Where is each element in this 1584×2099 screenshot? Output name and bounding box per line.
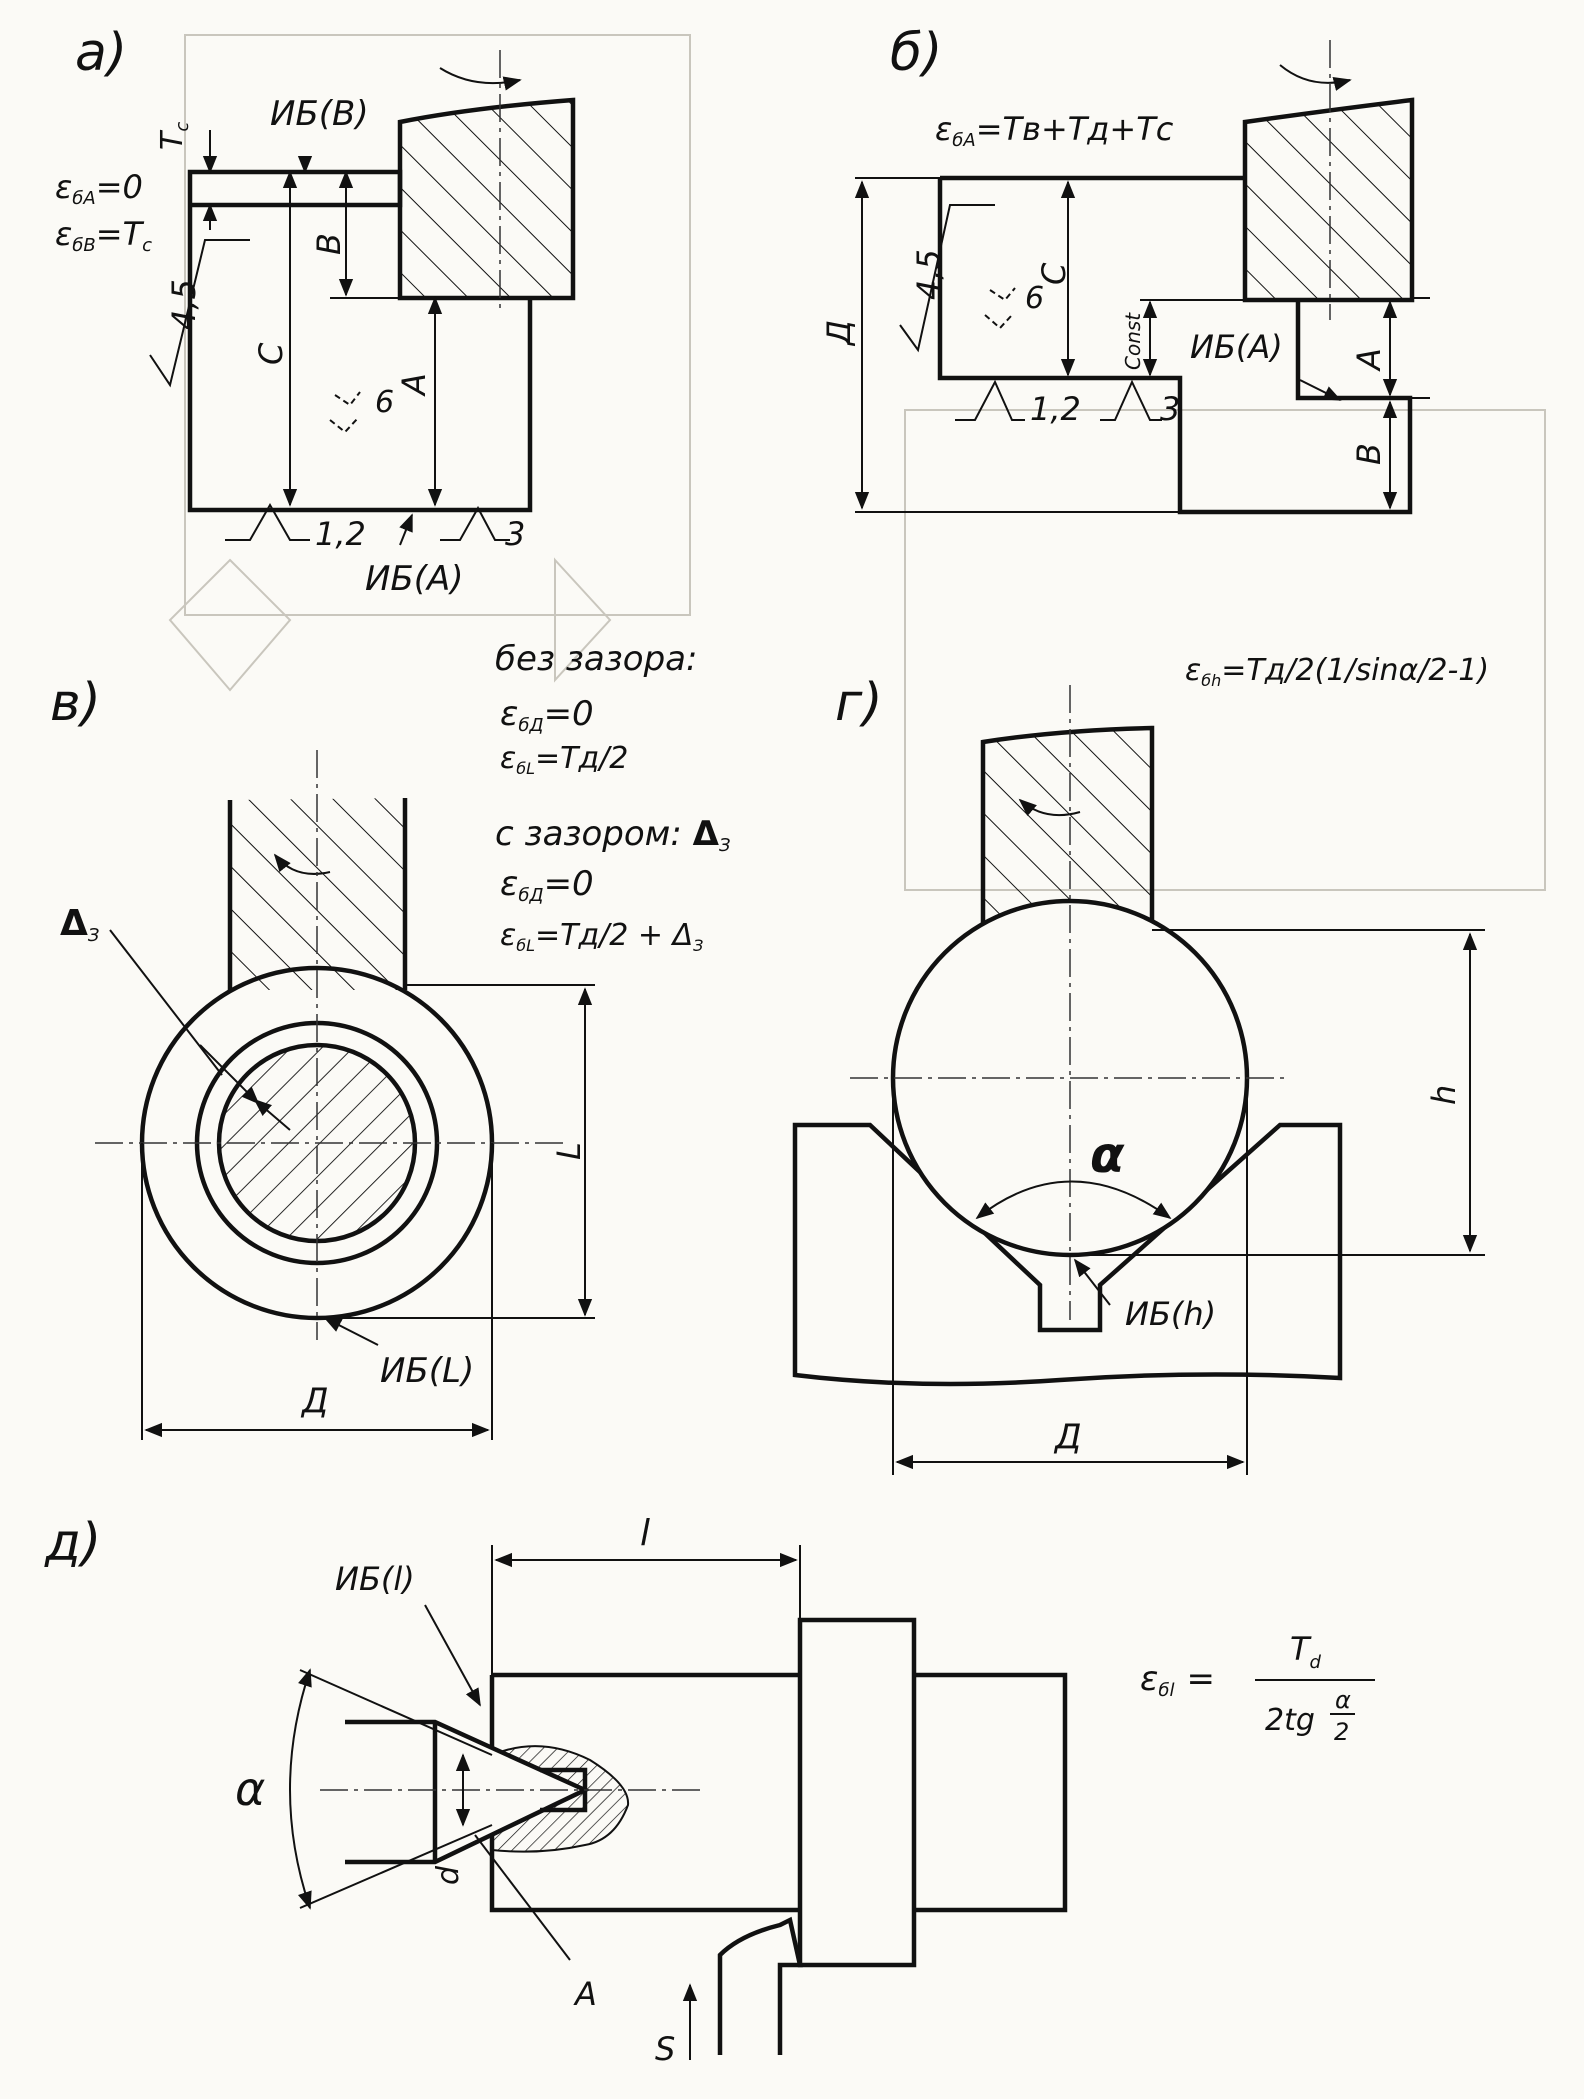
svg-text:α: α — [1335, 1686, 1351, 1714]
cutting-tool-b — [1242, 40, 1415, 320]
point-3-b: 3 — [1160, 390, 1180, 428]
alpha-d: α — [235, 1762, 265, 1816]
svg-text:2: 2 — [1334, 1718, 1349, 1746]
dim-h-g: h — [1425, 1085, 1463, 1105]
point-3-a: 3 — [505, 515, 525, 553]
points-12-b: 1,2 — [1030, 390, 1081, 428]
turning-tool — [717, 1916, 803, 2055]
point-6-b: 6 — [1025, 281, 1044, 316]
eps-b-formula: εбА=Tв+Tд+Tс — [935, 110, 1174, 151]
dim-b-a: В — [310, 233, 348, 255]
dim-d-d: d — [431, 1865, 466, 1885]
ib-b-label: ИБ(В) — [270, 94, 369, 134]
panel-b-letter: б) — [890, 23, 942, 83]
no-gap-title: без зазора: — [495, 639, 697, 679]
dim-c-a: С — [252, 342, 290, 365]
svg-text:εбl=: εбl= — [1140, 1659, 1215, 1701]
cutting-tool-g — [980, 725, 1155, 930]
panel-d-letter: д) — [44, 1513, 101, 1573]
panel-v: в) без зазора: εбД=0 εбL=Tд/2 с зазором:… — [50, 639, 731, 1440]
dim-a-b: А — [1350, 348, 1388, 372]
panel-g-letter: г) — [835, 673, 883, 733]
ib-a-label: ИБ(А) — [365, 559, 464, 599]
dim-c-b: С — [1035, 262, 1073, 285]
eps-bb-formula: εбВ=Tc — [55, 215, 152, 256]
roughness-b: 4,5 — [910, 249, 948, 300]
collar — [797, 1617, 917, 1968]
cutting-tool-a — [397, 50, 576, 310]
const-label: Const — [1121, 312, 1145, 370]
dim-a-a: А — [395, 373, 433, 397]
dim-d-g: Д — [1053, 1417, 1082, 1457]
alpha-g: α — [1090, 1126, 1125, 1184]
points-12-a: 1,2 — [315, 515, 366, 553]
svg-text:Td: Td — [1290, 1630, 1322, 1673]
with-gap-title: с зазором: ΔЗ — [495, 814, 731, 856]
panel-d: д) d α l ИБ(l) А S — [44, 1513, 1375, 2068]
ib-l-d: ИБ(l) — [335, 1560, 415, 1598]
dim-l-d: l — [640, 1513, 650, 1554]
dim-l-v: L — [550, 1142, 588, 1160]
eps-h-formula: εбh=Tд/2(1/sinα/2-1) — [1185, 653, 1489, 690]
dim-d-v: Д — [300, 1381, 329, 1421]
tc-label: Tc — [155, 122, 193, 150]
with-gap-eps-d: εбД=0 — [500, 864, 594, 906]
ib-l-label: ИБ(L) — [380, 1351, 474, 1391]
ib-a-b: ИБ(А) — [1190, 328, 1283, 366]
panel-a: а) ИБ(В) Tc εбА=0 εбВ=Tc 4,5 В С А 6 — [55, 23, 576, 599]
panel-g: г) εбh=Tд/2(1/sinα/2-1) α h ИБ(h) Д — [792, 653, 1489, 1475]
panel-v-letter: в) — [50, 673, 101, 733]
panel-a-letter: а) — [75, 23, 127, 83]
v-block — [792, 1122, 1343, 1387]
delta-label-v: ΔЗ — [60, 903, 100, 946]
ib-h-label: ИБ(h) — [1125, 1295, 1216, 1333]
point-a-d: А — [573, 1975, 597, 2013]
svg-text:2tg: 2tg — [1265, 1703, 1315, 1738]
eps-l-formula: εбl= Td 2tg α 2 — [1140, 1630, 1375, 1746]
no-gap-eps-l: εбL=Tд/2 — [500, 741, 628, 778]
dim-b-b: В — [1350, 443, 1388, 465]
workpiece-b — [937, 175, 1413, 515]
roughness-a: 4,5 — [165, 279, 203, 330]
panel-b: б) εбА=Tв+Tд+Tс 4,5 Д С Const ИБ(А) А В … — [820, 23, 1430, 515]
eps-ba-formula: εбА=0 — [55, 168, 143, 209]
feed-s: S — [655, 2030, 675, 2068]
no-gap-eps-d: εбД=0 — [500, 694, 594, 736]
with-gap-eps-l: εбL=Tд/2 + ΔЗ — [500, 918, 703, 955]
dim-d-b: Д — [820, 320, 858, 347]
point-6-a: 6 — [375, 385, 394, 420]
